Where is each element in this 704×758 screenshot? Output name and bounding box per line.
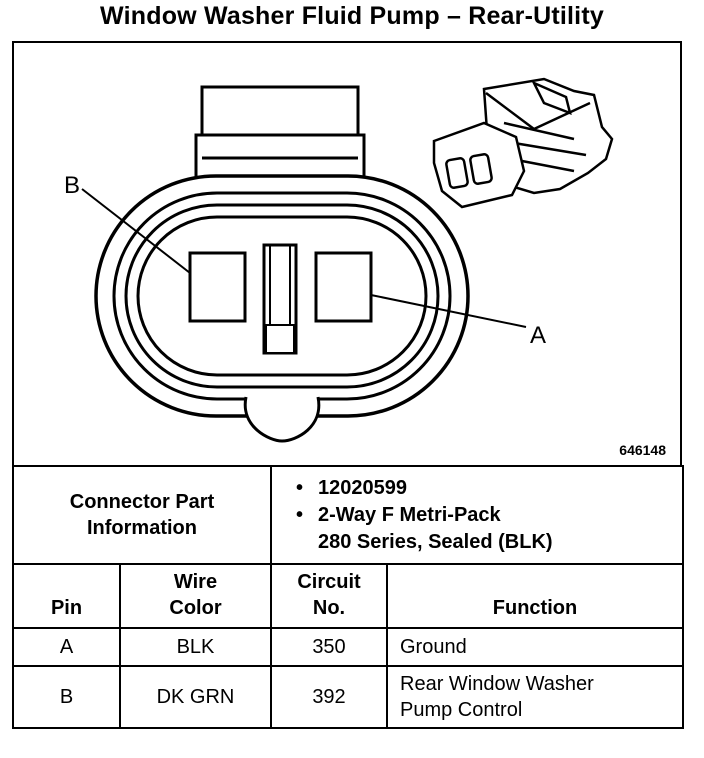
connector-part-info-text: Connector Part Information — [69, 491, 215, 539]
table-row: A BLK 350 Ground — [12, 627, 684, 667]
wire-color-cell: BLK — [119, 627, 272, 667]
connector-part-info-list: 12020599 2-Way F Metri-Pack 280 Series, … — [272, 469, 682, 562]
pin-label-a: A — [530, 322, 546, 349]
header-function: Function — [386, 563, 684, 629]
connector-face-drawing — [81, 85, 527, 443]
connector-part-info-label: Connector Part Information — [12, 465, 272, 565]
wire-color-cell: DK GRN — [119, 665, 272, 729]
function-cell: Rear Window Washer Pump Control — [386, 665, 684, 729]
connector-diagram: B A A B 646148 — [12, 41, 682, 465]
connector-iso-drawing — [432, 77, 614, 209]
header-wire-color: Wire Color — [119, 563, 272, 629]
header-pin: Pin — [12, 563, 121, 629]
connector-info-table: Connector Part Information 12020599 2-Wa… — [12, 465, 684, 565]
pin-table-header-row: Pin Wire Color Circuit No. Function — [12, 563, 684, 629]
page-title: Window Washer Fluid Pump – Rear-Utility — [100, 2, 604, 30]
connector-part-info-values: 12020599 2-Way F Metri-Pack 280 Series, … — [270, 465, 684, 565]
pin-cell: B — [12, 665, 121, 729]
part-number: 12020599 — [296, 475, 682, 502]
connector-illustration: B A — [64, 77, 614, 443]
function-cell: Ground — [386, 627, 684, 667]
header-circuit: Circuit No. — [270, 563, 388, 629]
connector-info-row: Connector Part Information 12020599 2-Wa… — [12, 465, 684, 565]
figure-number: 646148 — [619, 442, 666, 458]
pin-table: Pin Wire Color Circuit No. Function A BL… — [12, 563, 684, 729]
pin-cell: A — [12, 627, 121, 667]
circuit-cell: 392 — [270, 665, 388, 729]
circuit-cell: 350 — [270, 627, 388, 667]
table-row: B DK GRN 392 Rear Window Washer Pump Con… — [12, 665, 684, 729]
connector-description: 2-Way F Metri-Pack 280 Series, Sealed (B… — [296, 502, 682, 556]
pin-label-b: B — [64, 172, 80, 199]
